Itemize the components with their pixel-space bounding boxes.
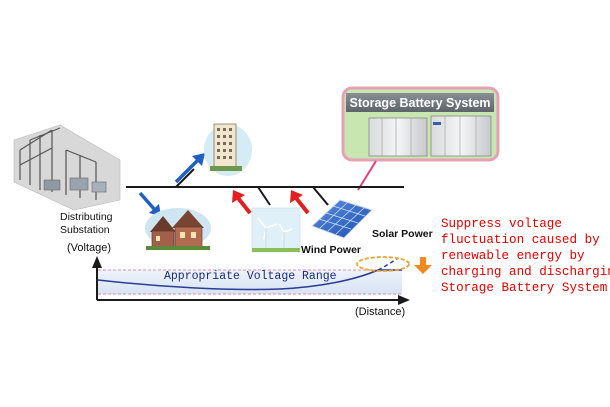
solar-power-label: Solar Power bbox=[372, 228, 433, 240]
voltage-suppression-note: Suppress voltage fluctuation caused by r… bbox=[441, 216, 610, 296]
power-flow-arrow-to-building bbox=[174, 153, 205, 184]
wind-power-label: Wind Power bbox=[301, 244, 361, 256]
note-line-4: charging and discharging bbox=[441, 265, 610, 279]
voltage-profile-curve bbox=[97, 269, 379, 291]
distance-axis-arrowhead bbox=[398, 295, 410, 305]
solar-panels-icon bbox=[311, 199, 373, 239]
storage-connector-line bbox=[357, 160, 377, 191]
voltage-range-label: Appropriate Voltage Range bbox=[164, 270, 337, 283]
substation-label: Distributing Substation bbox=[60, 211, 113, 237]
highlight-ellipse bbox=[356, 256, 410, 272]
note-line-3: renewable energy by bbox=[441, 249, 585, 263]
voltage-axis-label: (Voltage) bbox=[67, 242, 112, 254]
orange-down-arrow-icon bbox=[414, 257, 432, 274]
note-line-2: fluctuation caused by bbox=[441, 233, 600, 247]
power-flow-arrow-from-solar bbox=[290, 190, 310, 215]
wind-turbines-icon bbox=[251, 207, 301, 253]
voltage-axis-arrowhead bbox=[92, 256, 102, 268]
line-branch-solar bbox=[312, 186, 329, 206]
storage-battery-title-bar bbox=[346, 93, 494, 112]
houses-icon bbox=[145, 208, 211, 250]
line-branch-building bbox=[175, 168, 195, 188]
voltage-graph bbox=[92, 256, 410, 305]
substation-icon bbox=[13, 124, 121, 211]
line-branch-wind bbox=[257, 186, 271, 206]
storage-battery-system bbox=[341, 86, 500, 162]
note-line-1: Suppress voltage bbox=[441, 217, 562, 231]
substation-label-line2: Substation bbox=[60, 224, 110, 236]
battery-cabinets-icon bbox=[368, 115, 492, 157]
storage-battery-title: Storage Battery System bbox=[349, 96, 491, 110]
note-line-5: Storage Battery System. bbox=[441, 281, 610, 295]
voltage-rise-dashed-curve bbox=[377, 257, 399, 271]
building-icon bbox=[204, 123, 252, 176]
substation-label-line1: Distributing bbox=[60, 211, 113, 223]
distance-axis-label: (Distance) bbox=[355, 306, 406, 318]
power-flow-arrow-from-wind bbox=[232, 190, 252, 215]
